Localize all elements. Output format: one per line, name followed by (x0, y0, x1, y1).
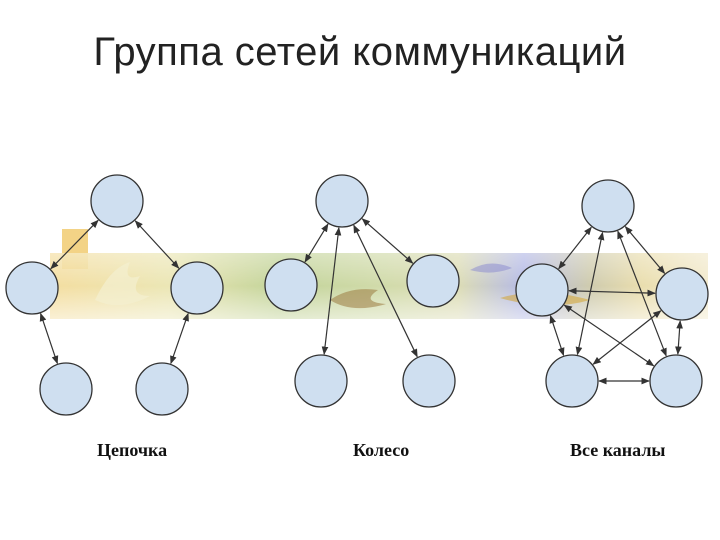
edges-group (39, 218, 683, 385)
chain-edge-top-mid-right (134, 220, 180, 269)
all-channels-node-mid-right (655, 267, 709, 321)
wheel-node-mid-right (406, 254, 460, 308)
wheel-node-bottom-right (402, 354, 456, 408)
chain-edge-mid-left-bottom-left (39, 312, 59, 365)
all-channels-node-mid-left (515, 263, 569, 317)
all-channels-edge-mid-right-bottom-left (592, 310, 662, 365)
chain-edge-top-mid-left (50, 219, 99, 270)
chain-node-mid-left (5, 261, 59, 315)
slide-title: Группа сетей коммуникаций (93, 30, 627, 74)
leaf-shape (95, 262, 150, 306)
nodes-group (5, 174, 709, 416)
chain-node-mid-right (170, 261, 224, 315)
chain-edge-mid-right-bottom-right (170, 312, 189, 365)
wheel-edge-top-bottom-left (321, 226, 342, 356)
decorative-band (50, 229, 708, 319)
caption-wheel: Колесо (353, 440, 410, 460)
chain-node-bottom-left (39, 362, 93, 416)
wheel-node-mid-left (264, 258, 318, 312)
all-channels-node-top (581, 179, 635, 233)
leaf-shape (470, 263, 512, 273)
wheel-node-top (315, 174, 369, 228)
all-channels-node-bottom-right (649, 354, 703, 408)
all-channels-edge-mid-left-mid-right (568, 287, 656, 297)
caption-chain: Цепочка (97, 440, 168, 460)
wheel-edge-top-bottom-right (353, 224, 418, 358)
all-channels-node-bottom-left (545, 354, 599, 408)
wheel-node-bottom-left (294, 354, 348, 408)
caption-all-channels: Все каналы (570, 440, 666, 460)
chain-node-top (90, 174, 144, 228)
all-channels-edge-mid-right-bottom-right (675, 320, 683, 355)
all-channels-edge-mid-left-bottom-left (549, 314, 565, 357)
chain-node-bottom-right (135, 362, 189, 416)
